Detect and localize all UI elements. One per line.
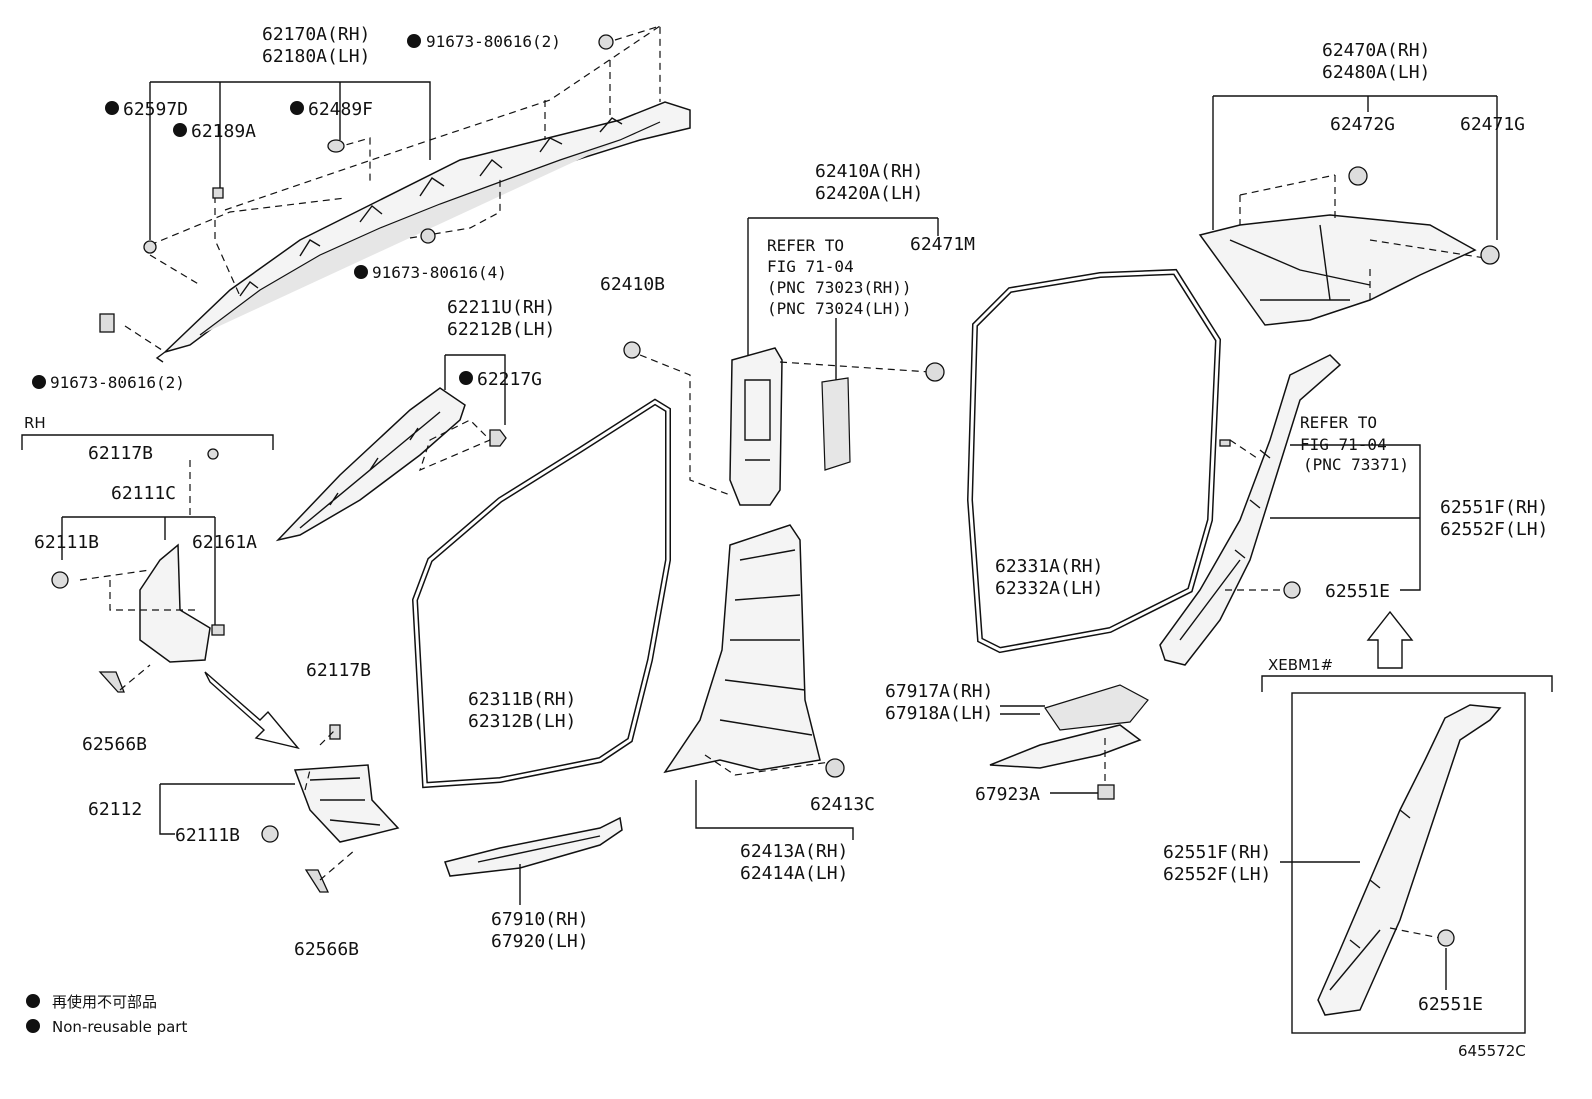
- reference-note: FIG 71-04: [767, 257, 854, 276]
- part-label: 62111B: [34, 532, 99, 553]
- part-label: 91673-80616(2): [50, 373, 185, 392]
- quarter-trim-upper: [1198, 95, 1500, 326]
- part-label: 62111C: [111, 483, 176, 504]
- part-label: 62413C: [810, 794, 875, 815]
- part-label: 62410A(RH): [815, 161, 923, 182]
- reference-note: REFER TO: [1300, 413, 1377, 432]
- part-label: 62311B(RH): [468, 689, 576, 710]
- part-label: 62597D: [123, 99, 188, 120]
- non-reusable-marker-icon: [173, 123, 187, 137]
- reference-note: REFER TO: [767, 236, 844, 255]
- part-label: 62566B: [82, 734, 147, 755]
- part-label: 67917A(RH): [885, 681, 993, 702]
- part-label: 62552F(LH): [1163, 864, 1271, 885]
- non-reusable-marker-icon: [407, 34, 421, 48]
- part-label: 62470A(RH): [1322, 40, 1430, 61]
- part-label: 62331A(RH): [995, 556, 1103, 577]
- reference-note: FIG 71-04: [1300, 435, 1387, 454]
- part-label: 62551E: [1418, 994, 1483, 1015]
- part-label: 62111B: [175, 825, 240, 846]
- part-label: 62471G: [1460, 114, 1525, 135]
- part-label: 67918A(LH): [885, 703, 993, 724]
- center-pillar-upper-garnish: [623, 217, 945, 506]
- part-label: 62551F(RH): [1440, 497, 1548, 518]
- part-label: 62566B: [294, 939, 359, 960]
- part-label: 62551F(RH): [1163, 842, 1271, 863]
- part-label: 62420A(LH): [815, 183, 923, 204]
- legend-text-en: Non-reusable part: [52, 1018, 187, 1036]
- legend-dot-icon: [26, 1019, 40, 1033]
- reference-note: (PNC 73024(LH)): [767, 299, 912, 318]
- variant-code-label: XEBM1#: [1268, 656, 1333, 674]
- part-label: 67923A: [975, 784, 1040, 805]
- part-label: 62117B: [88, 443, 153, 464]
- part-label: 62472G: [1330, 114, 1395, 135]
- figure-number: 645572C: [1458, 1042, 1526, 1060]
- center-pillar-lower-garnish: [663, 524, 854, 840]
- rear-pillar-garnish: [1159, 354, 1421, 669]
- part-label: 62170A(RH): [262, 24, 370, 45]
- reference-note: (PNC 73371): [1303, 455, 1409, 474]
- roof-side-garnish-assembly: [99, 25, 691, 363]
- part-label: 62414A(LH): [740, 863, 848, 884]
- lower-cowl-trim: [159, 724, 400, 893]
- non-reusable-marker-icon: [459, 371, 473, 385]
- part-label: 62332A(LH): [995, 578, 1103, 599]
- rh-label: RH: [24, 414, 46, 432]
- non-reusable-marker-icon: [32, 375, 46, 389]
- part-label: 62217G: [477, 369, 542, 390]
- part-label: 62180A(LH): [262, 46, 370, 67]
- part-label: 62410B: [600, 274, 665, 295]
- part-label: 62551E: [1325, 581, 1390, 602]
- part-label: 62161A: [192, 532, 257, 553]
- rear-door-weatherstrip: [966, 268, 1222, 654]
- part-label: 62489F: [308, 99, 373, 120]
- front-pillar-garnish: [275, 354, 507, 542]
- part-label: 62480A(LH): [1322, 62, 1430, 83]
- part-label: 62413A(RH): [740, 841, 848, 862]
- non-reusable-marker-icon: [290, 101, 304, 115]
- front-scuff-plate: [444, 816, 623, 905]
- rear-scuff-plate: [989, 684, 1149, 800]
- part-label: 62471M: [910, 234, 975, 255]
- part-label: 62212B(LH): [447, 319, 555, 340]
- non-reusable-marker-icon: [354, 265, 368, 279]
- part-label: 62117B: [306, 660, 371, 681]
- front-door-weatherstrip: [411, 398, 671, 789]
- part-label: 67920(LH): [491, 931, 589, 952]
- xebm1-variant-box: [1261, 675, 1553, 1034]
- non-reusable-marker-icon: [105, 101, 119, 115]
- legend-dot-icon: [26, 994, 40, 1008]
- rh-cowl-side-group: [21, 434, 300, 750]
- part-label: 91673-80616(4): [372, 263, 507, 282]
- part-label: 62189A: [191, 121, 256, 142]
- part-label: 91673-80616(2): [426, 32, 561, 51]
- part-label: 67910(RH): [491, 909, 589, 930]
- part-label: 62112: [88, 799, 142, 820]
- reference-note: (PNC 73023(RH)): [767, 278, 912, 297]
- part-label: 62312B(LH): [468, 711, 576, 732]
- part-label: 62211U(RH): [447, 297, 555, 318]
- legend-text-jp: 再使用不可部品: [52, 993, 157, 1011]
- part-label: 62552F(LH): [1440, 519, 1548, 540]
